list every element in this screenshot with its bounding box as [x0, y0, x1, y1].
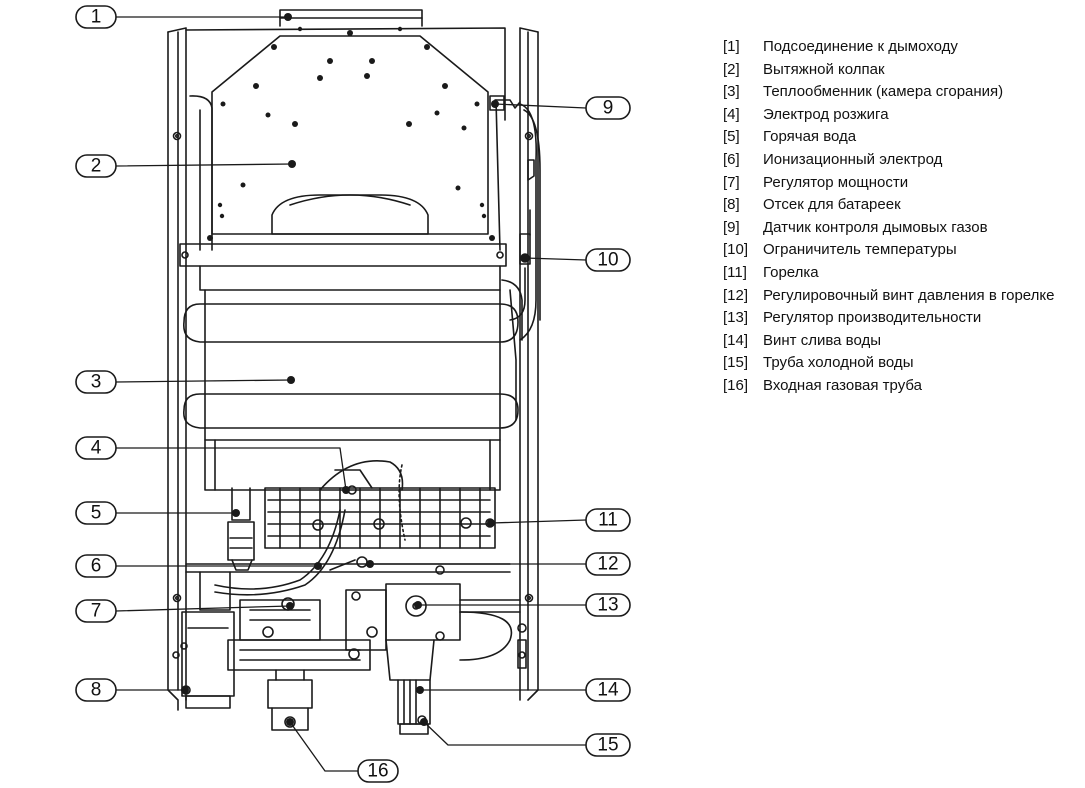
frame [167, 27, 539, 711]
legend-item-5: [5] Горячая вода [723, 126, 1054, 149]
callout-5-label: 5 [91, 503, 102, 524]
callout-1-label: 1 [91, 7, 102, 28]
callout-10: 10 [585, 248, 631, 272]
legend-item-3: [3] Теплообменник (камера сгорания) [723, 81, 1054, 104]
gas-inlet [267, 669, 313, 731]
burner [264, 460, 496, 549]
legend-text: Подсоединение к дымоходу [763, 38, 958, 55]
legend-number: [15] [723, 354, 749, 372]
callout-4-label: 4 [91, 438, 102, 459]
legend-number: [6] [723, 150, 740, 168]
callout-3: 3 [75, 370, 117, 394]
callout-2: 2 [75, 154, 117, 178]
callout-16-label: 16 [367, 761, 388, 782]
legend-text: Регулятор мощности [763, 173, 909, 191]
hood-holes [207, 26, 495, 241]
legend-number: [9] [723, 218, 740, 236]
lower-chassis [185, 563, 511, 611]
callout-8: 8 [75, 678, 117, 702]
leader-lines [115, 16, 587, 772]
callout-7: 7 [75, 599, 117, 623]
draught-hood [185, 27, 506, 251]
legend-number: [8] [723, 196, 740, 214]
cold-water-pipe [397, 679, 431, 735]
legend-text: Теплообменник (камера сгорания) [763, 83, 1004, 101]
legend-item-4: [4] Электрод розжига [723, 104, 1054, 127]
callout-10-label: 10 [597, 250, 618, 271]
legend-number: [13] [723, 309, 749, 327]
legend-text: Регулировочный винт давления в горелке [763, 286, 1055, 304]
legend-text: Отсек для батареек [763, 196, 901, 214]
callout-15: 15 [585, 733, 631, 757]
legend-text: Ограничитель температуры [763, 241, 957, 259]
callout-11-label: 11 [598, 510, 618, 531]
legend-number: [12] [723, 286, 749, 304]
legend-text: Ионизационный электрод [763, 150, 943, 168]
legend-item-7: [7] Регулятор мощности [723, 172, 1054, 195]
legend-text: Электрод розжига [763, 105, 889, 123]
callout-15-label: 15 [597, 735, 618, 756]
callout-8-label: 8 [91, 680, 102, 701]
callout-13: 13 [585, 593, 631, 617]
callout-7-label: 7 [91, 601, 102, 622]
leader-dots [181, 13, 529, 726]
legend-text: Горелка [763, 263, 819, 281]
hot-water-outlet [227, 487, 255, 571]
legend-text: Винт слива воды [763, 331, 881, 349]
legend-number: [11] [723, 263, 747, 281]
legend-text: Регулятор производительности [763, 309, 982, 327]
callout-14-label: 14 [597, 680, 619, 701]
legend-text: Вытяжной колпак [763, 60, 885, 78]
legend-number: [7] [723, 173, 740, 191]
callout-5: 5 [75, 501, 117, 525]
callout-16: 16 [357, 759, 399, 783]
legend-number: [10] [723, 241, 749, 259]
legend-item-6: [6] Ионизационный электрод [723, 149, 1054, 172]
callout-3-label: 3 [91, 372, 102, 393]
legend-text: Труба холодной воды [763, 354, 914, 372]
water-valve [345, 565, 521, 681]
legend-item-11: [11] Горелка [723, 262, 1054, 285]
legend-text: Горячая вода [763, 128, 857, 146]
sensor-wiring [489, 95, 541, 341]
legend-number: [1] [723, 38, 740, 55]
callout-12-label: 12 [597, 554, 618, 575]
legend-item-8: [8] Отсек для батареек [723, 194, 1054, 217]
parts-legend: [1] Подсоединение к дымоходу [2] Вытяжной … [723, 36, 1054, 398]
legend-number: [4] [723, 105, 740, 123]
callout-13-label: 13 [597, 595, 618, 616]
power-regulator [227, 597, 371, 671]
legend-item-13: [13] Регулятор производительности [723, 307, 1054, 330]
callout-11: 11 [585, 508, 631, 532]
callout-1: 1 [75, 5, 117, 29]
callout-14: 14 [585, 678, 631, 702]
callout-12: 12 [585, 552, 631, 576]
legend-number: [3] [723, 83, 740, 101]
legend-number: [16] [723, 376, 749, 394]
legend-number: [5] [723, 128, 740, 146]
callout-9: 9 [585, 96, 631, 120]
legend-item-1: [1] Подсоединение к дымоходу [723, 36, 1054, 59]
legend-item-10: [10] Ограничитель температуры [723, 239, 1054, 262]
callout-4: 4 [75, 436, 117, 460]
callout-6-label: 6 [91, 556, 102, 577]
callouts: 1 2 3 4 5 6 7 8 9 10 11 12 13 14 15 16 [75, 5, 631, 783]
legend-text: Датчик контроля дымовых газов [763, 218, 988, 236]
battery-compartment [180, 611, 235, 709]
flue-connector [279, 9, 423, 27]
legend-text: Входная газовая труба [763, 376, 922, 394]
legend-item-2: [2] Вытяжной колпак [723, 59, 1054, 82]
legend-item-15: [15] Труба холодной воды [723, 352, 1054, 375]
legend-item-12: [12] Регулировочный винт давления в горел… [723, 285, 1054, 308]
legend-item-14: [14] Винт слива воды [723, 330, 1054, 353]
legend-item-16: [16] Входная газовая труба [723, 375, 1054, 398]
callout-6: 6 [75, 554, 117, 578]
heat-exchanger [179, 243, 523, 491]
legend-item-9: [9] Датчик контроля дымовых газов [723, 217, 1054, 240]
callout-2-label: 2 [91, 156, 102, 177]
legend-number: [2] [723, 60, 740, 78]
legend-number: [14] [723, 331, 749, 349]
callout-9-label: 9 [603, 98, 614, 119]
